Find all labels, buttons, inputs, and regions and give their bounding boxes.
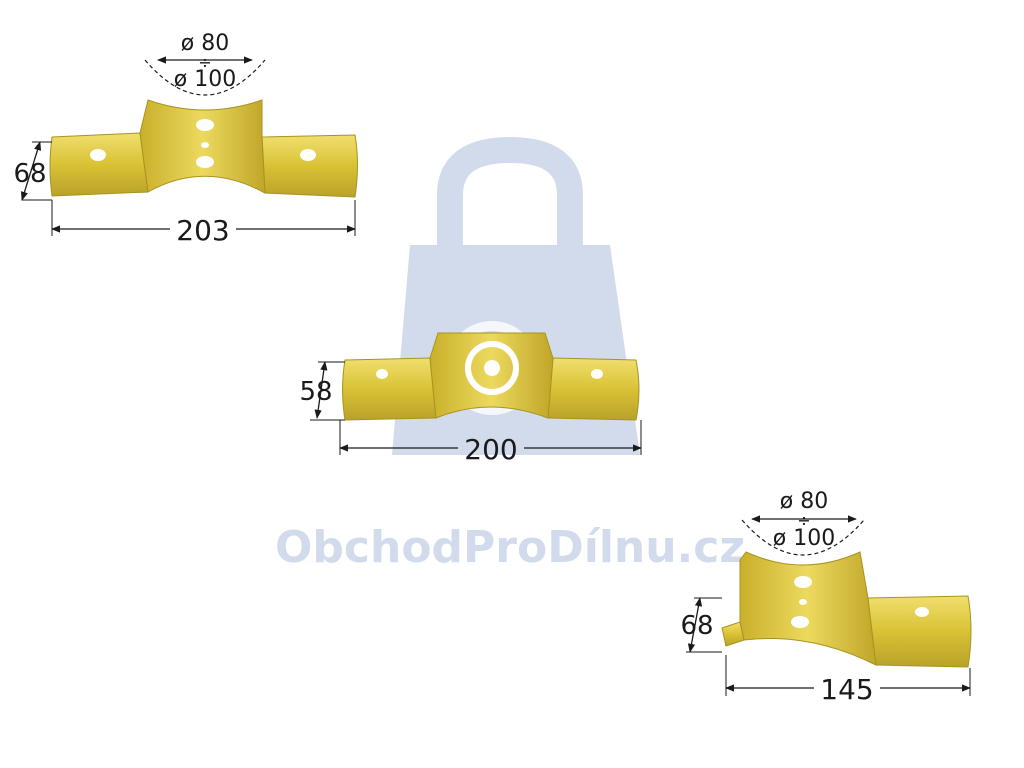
bracket-1-diameter-sep: ÷ xyxy=(198,53,211,72)
bracket-2-shape xyxy=(342,332,640,421)
bracket-2-width: 200 xyxy=(464,433,517,466)
bracket-3-diameter-sep: ÷ xyxy=(797,511,810,530)
bracket-1-height-line xyxy=(20,141,42,201)
bracket-1-height: 68 xyxy=(13,159,46,189)
bracket-3-height-line xyxy=(687,597,703,653)
bracket-1-shape xyxy=(49,99,358,198)
bracket-3-shape xyxy=(721,551,972,668)
bracket-3-height: 68 xyxy=(680,611,713,641)
bracket-2-height-line xyxy=(314,361,328,419)
bracket-1-diameter-min: ø 80 xyxy=(181,31,229,56)
bracket-2: 58 200 xyxy=(299,332,642,466)
bracket-3-diameter-min: ø 80 xyxy=(780,489,828,514)
bracket-3-diameter-max: ø 100 xyxy=(773,526,835,551)
bracket-1-diameter-arc xyxy=(144,59,266,96)
bracket-3: ø 80 ÷ ø 100 68 145 xyxy=(680,489,972,706)
bracket-1-diameter-max: ø 100 xyxy=(174,67,236,92)
bracket-2-height: 58 xyxy=(299,377,332,407)
bracket-3-width: 145 xyxy=(820,673,873,706)
bracket-1-width: 203 xyxy=(176,214,229,247)
watermark-text: ObchodProDílnu.cz xyxy=(275,522,745,573)
bracket-1: ø 80 ÷ ø 100 68 203 xyxy=(13,31,358,247)
bracket-3-diameter-arc xyxy=(741,519,865,556)
